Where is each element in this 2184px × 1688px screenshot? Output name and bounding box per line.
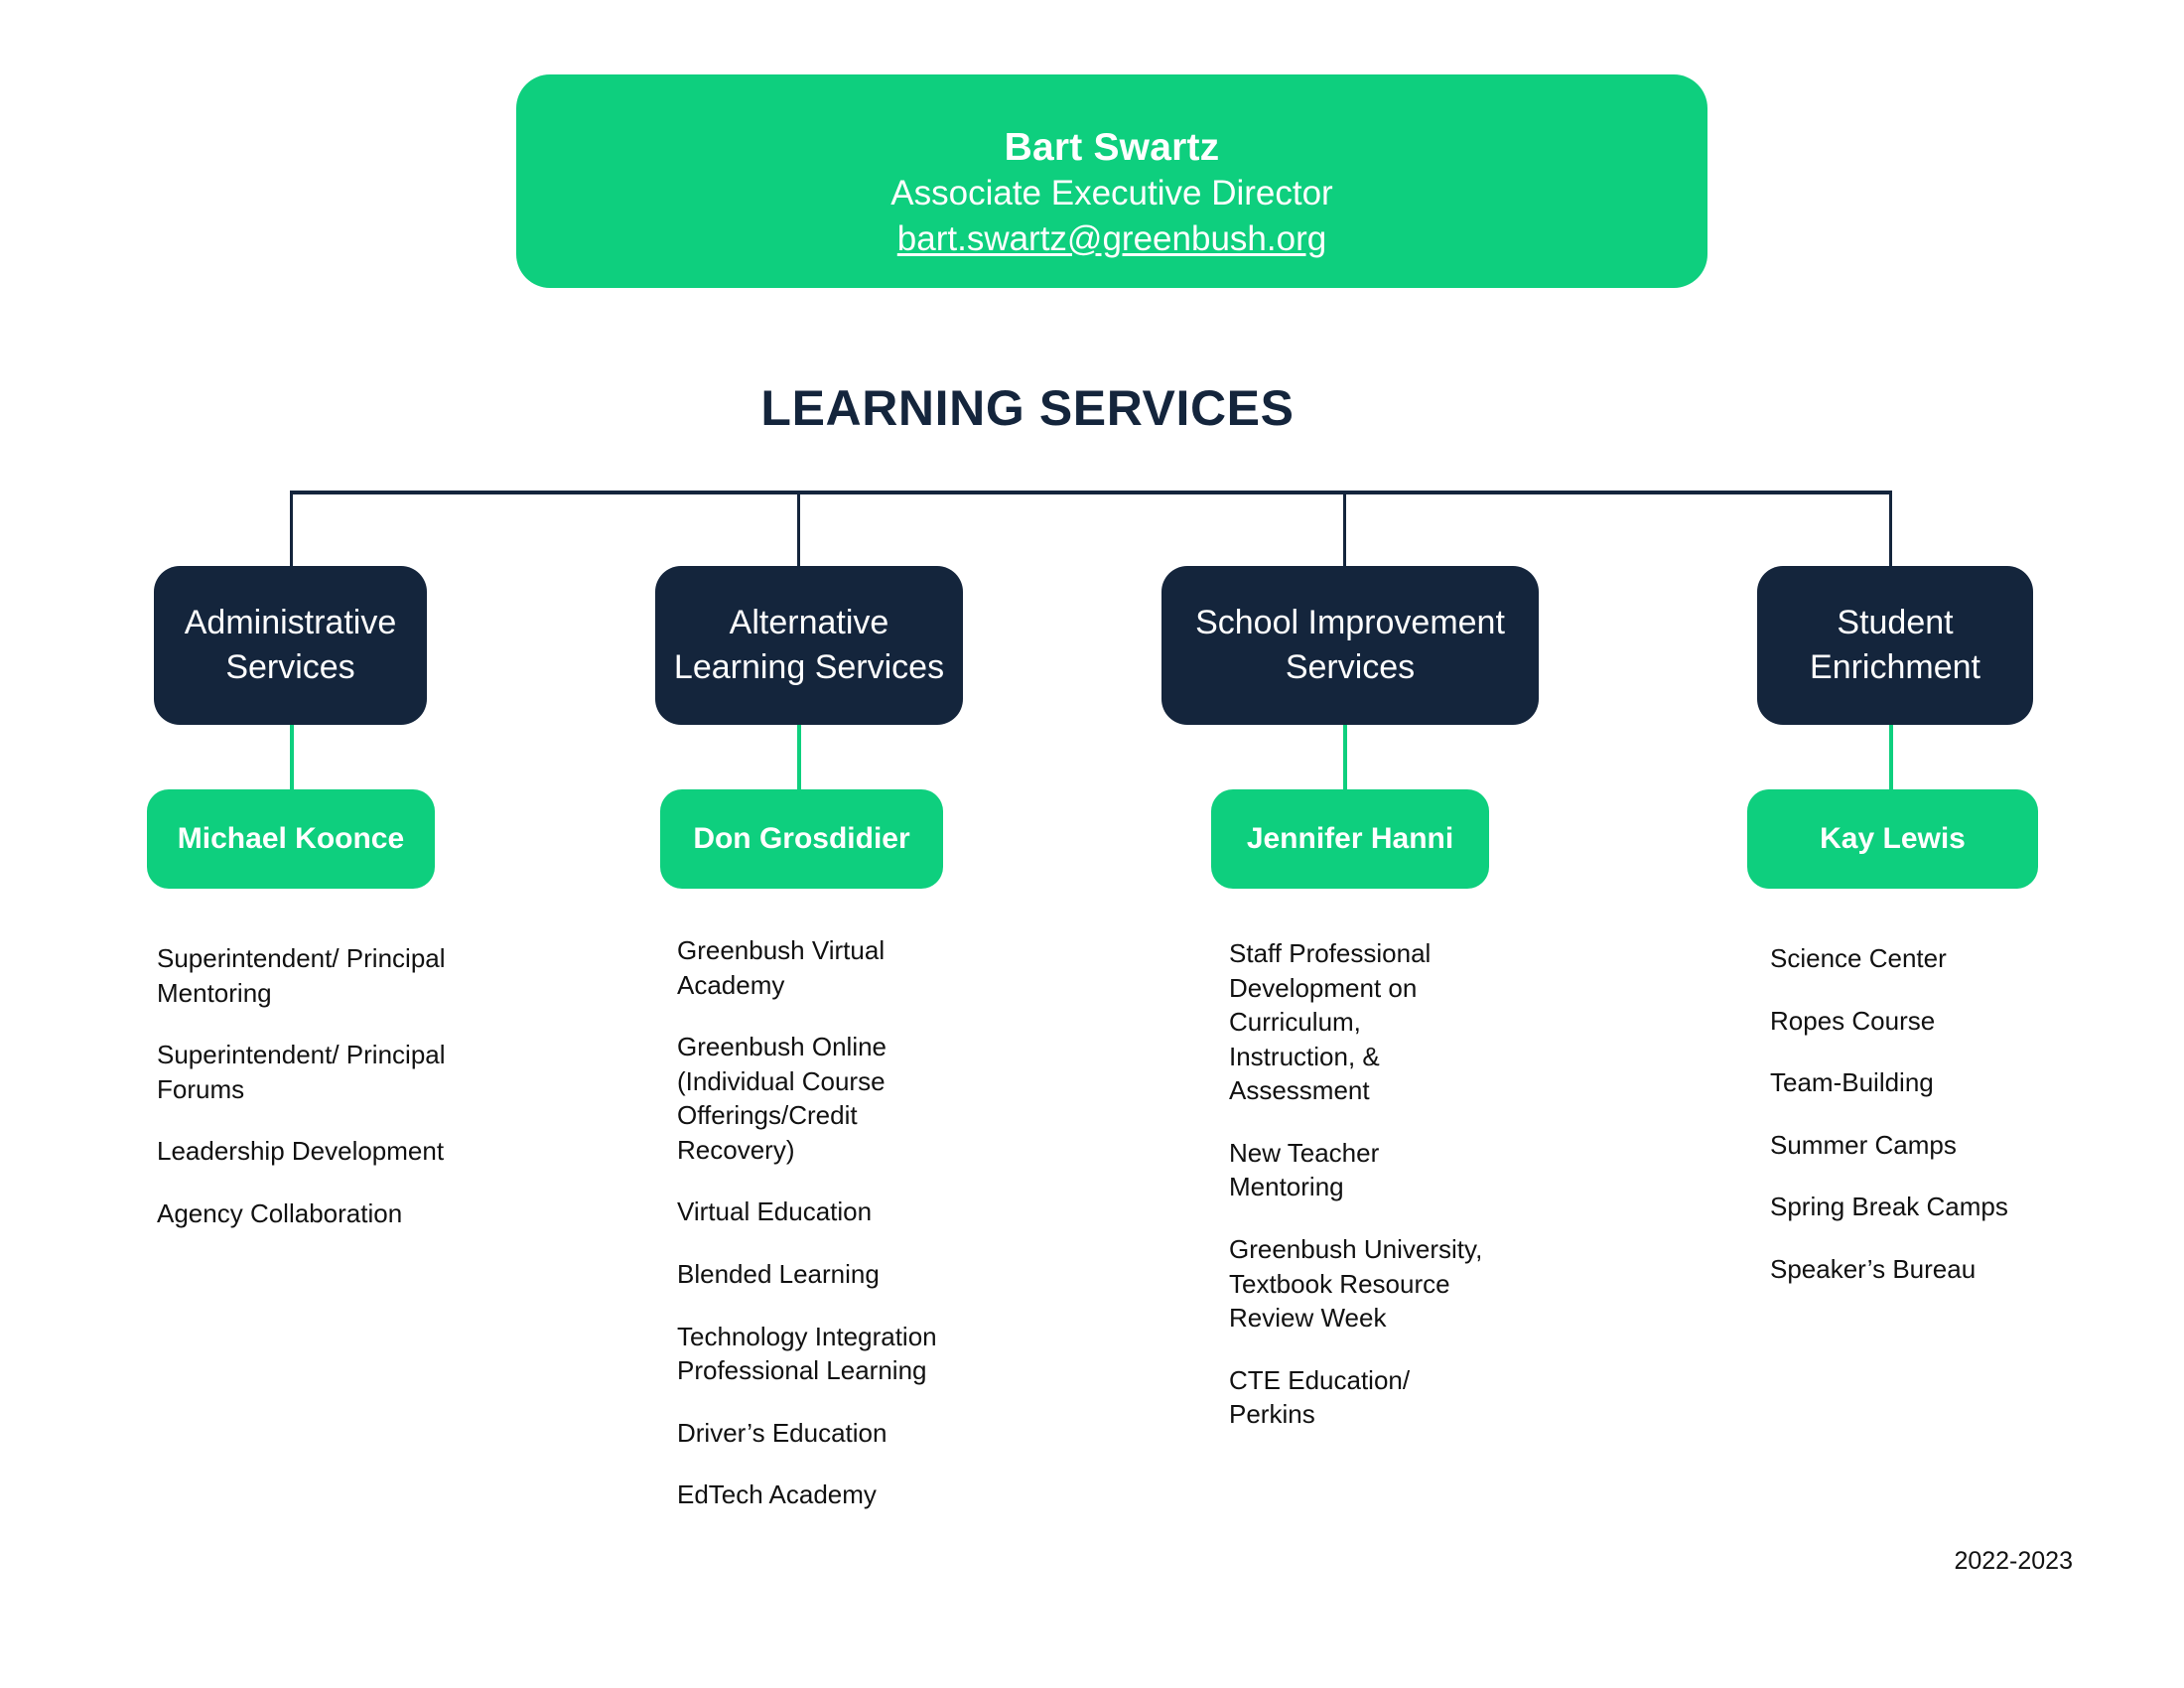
lead-box-michael-koonce[interactable]: Michael Koonce — [147, 789, 435, 889]
list-item: Summer Camps — [1770, 1129, 1957, 1160]
department-label: Alternative Learning Services — [673, 603, 945, 686]
list-item: Driver’s Education — [677, 1417, 887, 1448]
list-item: CTE Education/ Perkins — [1229, 1364, 1411, 1430]
executive-title: Associate Executive Director — [890, 174, 1333, 212]
connector-vertical-1 — [290, 491, 293, 570]
department-label: Administrative Services — [184, 603, 397, 686]
list-item: Virtual Education — [677, 1196, 873, 1227]
list-item: Technology Integration Professional Lear… — [677, 1321, 937, 1386]
green-link-2 — [797, 720, 801, 794]
footer-year: 2022-2023 — [1954, 1547, 2073, 1575]
list-item: EdTech Academy — [677, 1479, 877, 1510]
lead-box-don-grosdidier[interactable]: Don Grosdidier — [660, 789, 943, 889]
lead-name: Jennifer Hanni — [1246, 822, 1454, 855]
department-box-administrative-services[interactable]: Administrative Services — [154, 566, 427, 725]
list-item: New Teacher Mentoring — [1229, 1137, 1380, 1202]
list-item: Team-Building — [1770, 1067, 1934, 1098]
department-box-student-enrichment[interactable]: Student Enrichment — [1757, 566, 2033, 725]
department-label: School Improvement Services — [1195, 603, 1505, 686]
lead-name: Michael Koonce — [177, 822, 405, 855]
list-item: Leadership Development — [157, 1136, 445, 1167]
lead-box-kay-lewis[interactable]: Kay Lewis — [1747, 789, 2038, 889]
executive-name: Bart Swartz — [1004, 125, 1220, 169]
section-title-text: LEARNING SERVICES — [760, 380, 1295, 436]
department-box-alternative-learning-services[interactable]: Alternative Learning Services — [655, 566, 963, 725]
list-item: Staff Professional Development on Curric… — [1229, 938, 1432, 1106]
list-item: Greenbush Online (Individual Course Offe… — [677, 1032, 887, 1165]
list-item: Science Center — [1770, 943, 1947, 973]
list-item: Superintendent/ Principal Mentoring — [157, 943, 446, 1008]
list-item: Superintendent/ Principal Forums — [157, 1040, 446, 1104]
list-item: Ropes Course — [1770, 1005, 1936, 1036]
list-item: Greenbush University, Textbook Resource … — [1229, 1234, 1483, 1334]
service-list-school-improvement-services: Staff Professional Development on Curric… — [1229, 936, 1492, 1432]
executive-card: Bart Swartz Associate Executive Director… — [516, 74, 1707, 288]
department-box-school-improvement-services[interactable]: School Improvement Services — [1161, 566, 1539, 725]
list-item: Speaker’s Bureau — [1770, 1253, 1977, 1284]
executive-email-link[interactable]: bart.swartz@greenbush.org — [896, 218, 1327, 258]
connector-vertical-3 — [1343, 491, 1346, 570]
list-item: Greenbush Virtual Academy — [677, 935, 886, 1000]
section-title: LEARNING SERVICES — [0, 379, 2184, 437]
service-list-administrative-services: Superintendent/ Principal Mentoring Supe… — [157, 941, 455, 1230]
lead-name: Don Grosdidier — [693, 822, 910, 855]
connector-horizontal — [290, 491, 1892, 494]
green-link-4 — [1889, 720, 1893, 794]
connector-vertical-2 — [797, 491, 800, 570]
list-item: Agency Collaboration — [157, 1197, 403, 1228]
list-item: Spring Break Camps — [1770, 1192, 2008, 1222]
connector-vertical-4 — [1889, 491, 1892, 570]
service-list-alternative-learning-services: Greenbush Virtual Academy Greenbush Onli… — [677, 933, 965, 1512]
lead-box-jennifer-hanni[interactable]: Jennifer Hanni — [1211, 789, 1489, 889]
green-link-3 — [1343, 720, 1347, 794]
department-label: Student Enrichment — [1810, 603, 1980, 686]
lead-name: Kay Lewis — [1820, 822, 1966, 855]
green-link-1 — [290, 720, 294, 794]
list-item: Blended Learning — [677, 1259, 880, 1290]
service-list-student-enrichment: Science Center Ropes Course Team-Buildin… — [1770, 941, 2058, 1286]
